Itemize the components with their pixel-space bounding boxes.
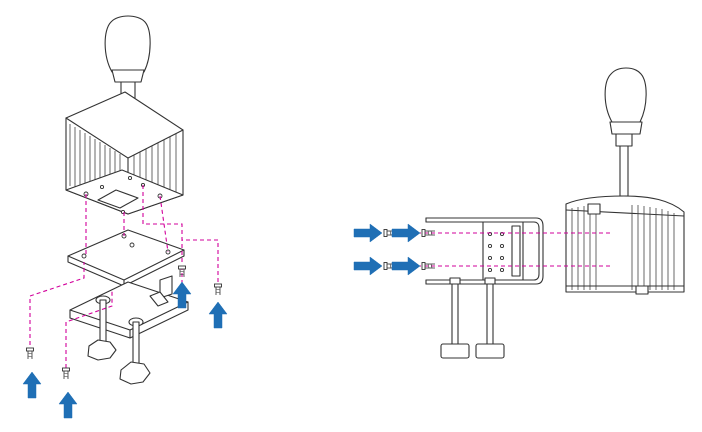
clamp-bracket [69, 275, 189, 339]
screw-icon [26, 347, 34, 360]
blue-arrow-icon [353, 223, 383, 243]
blue-arrow-icon [353, 256, 383, 276]
right-assembly-view [353, 67, 685, 359]
blue-arrow-icon [208, 301, 228, 329]
joystick-housing [565, 195, 685, 295]
blue-arrow-icon [391, 256, 421, 276]
blue-arrow-icon [22, 371, 42, 399]
right-guide-lines [396, 232, 612, 267]
left-guide-lines [29, 185, 219, 368]
blue-arrow-icon [58, 391, 78, 419]
joystick-handle [604, 67, 647, 197]
clamp-screw-left [87, 295, 117, 361]
clamp-screw-right [119, 317, 151, 385]
left-assembly-view [22, 15, 228, 419]
blue-arrow-icon [391, 223, 421, 243]
u-clamp-bracket [425, 217, 544, 285]
screw-icon [62, 367, 70, 380]
clamp-screw-left [440, 277, 470, 359]
joystick-housing [65, 91, 184, 215]
clamp-screw-right [475, 277, 505, 359]
screw-icon [214, 283, 222, 296]
joystick-handle [104, 15, 151, 101]
